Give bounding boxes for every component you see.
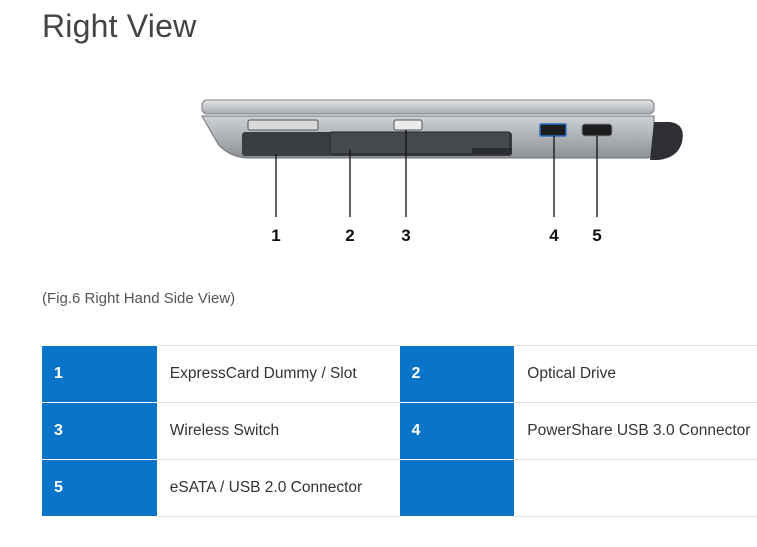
legend-label: Wireless Switch [156, 402, 400, 460]
page-title: Right View [42, 8, 197, 44]
battery-graphic [650, 122, 683, 160]
legend-number: 5 [42, 459, 157, 517]
legend-number: 2 [399, 345, 515, 403]
legend-label: PowerShare USB 3.0 Connector [514, 402, 757, 460]
optical-drive-graphic [329, 131, 511, 155]
table-row: 3 Wireless Switch 4 PowerShare USB 3.0 C… [42, 402, 757, 460]
table-row: 1 ExpressCard Dummy / Slot 2 Optical Dri… [42, 345, 757, 403]
callout-number-5: 5 [592, 226, 602, 245]
callout-number-3: 3 [401, 226, 411, 245]
legend-number: 4 [399, 402, 515, 460]
legend-label-empty [514, 459, 757, 517]
callout-number-1: 1 [271, 226, 281, 245]
laptop-right-side-image [201, 99, 683, 217]
usb-port-graphic [539, 123, 567, 137]
legend-label: eSATA / USB 2.0 Connector [156, 459, 400, 517]
callout-number-2: 2 [345, 226, 355, 245]
legend-label: Optical Drive [514, 345, 757, 403]
figure-caption: (Fig.6 Right Hand Side View) [42, 290, 236, 307]
legend-number: 3 [42, 402, 157, 460]
laptop-lid [201, 99, 655, 115]
expresscard-slot-graphic [247, 119, 319, 131]
legend-number: 1 [42, 345, 157, 403]
component-legend-table: 1 ExpressCard Dummy / Slot 2 Optical Dri… [42, 345, 757, 517]
legend-label: ExpressCard Dummy / Slot [156, 345, 400, 403]
esata-port-graphic [581, 123, 613, 137]
callout-number-4: 4 [549, 226, 559, 245]
wireless-switch-graphic [393, 119, 423, 131]
legend-number-empty [399, 459, 515, 517]
table-row: 5 eSATA / USB 2.0 Connector [42, 459, 757, 517]
